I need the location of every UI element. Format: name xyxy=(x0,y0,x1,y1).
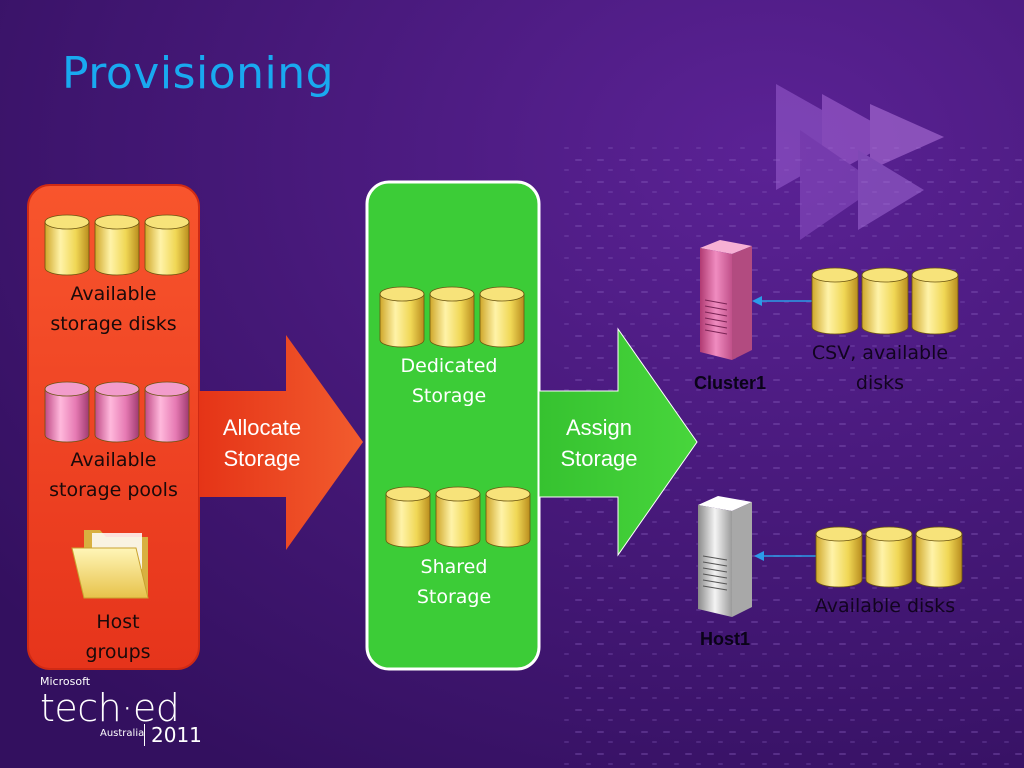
allocate-line-1: Allocate xyxy=(222,415,302,440)
storage-pool-icon xyxy=(44,381,90,443)
dedicated-disk-icon xyxy=(379,286,425,348)
host-disk-icon xyxy=(815,526,863,588)
cluster-disks-label: CSV, available disks xyxy=(790,338,970,398)
allocate-storage-arrow xyxy=(199,335,363,550)
shared-line-1: Shared xyxy=(420,556,488,578)
slide-title: Provisioning xyxy=(62,48,335,99)
assign-line-1: Assign xyxy=(565,415,633,440)
storage-disk-icon xyxy=(144,214,190,276)
storage-pool-icon xyxy=(144,381,190,443)
dedicated-storage-label: Dedicated Storage xyxy=(367,351,531,411)
csv-disk-icon xyxy=(811,267,859,335)
dedicated-disk-icon xyxy=(429,286,475,348)
disks-label-line-1: Available xyxy=(70,283,157,305)
brand-company: Microsoft xyxy=(40,675,91,688)
cluster-server-icon xyxy=(700,240,752,360)
storage-pool-icon xyxy=(94,381,140,443)
assign-storage-arrow xyxy=(538,327,698,557)
csv-disk-icon xyxy=(861,267,909,335)
storage-disk-icon xyxy=(94,214,140,276)
teched-logo: Microsoft tech·ed Australia 2011 xyxy=(40,675,202,746)
host-disk-icon xyxy=(915,526,963,588)
brand-year: 2011 xyxy=(144,724,202,746)
host-groups-label: Host groups xyxy=(30,607,206,667)
csv-disk-icon xyxy=(911,267,959,335)
host-groups-line-1: Host xyxy=(96,611,140,633)
assign-line-2: Storage xyxy=(560,446,638,471)
host-disk-icon xyxy=(865,526,913,588)
decorative-triangles xyxy=(776,84,944,240)
cluster-disks-line-2: disks xyxy=(855,372,905,394)
brand-event: tech·ed xyxy=(40,686,180,730)
allocate-storage-label: Allocate Storage xyxy=(202,412,322,474)
pools-label-line-2: storage pools xyxy=(49,479,178,501)
pools-label-line-1: Available xyxy=(70,449,157,471)
host-server-icon xyxy=(698,496,752,617)
cluster-disk-connector xyxy=(752,296,812,306)
host-groups-line-2: groups xyxy=(85,641,151,663)
cluster-name-label: Cluster1 xyxy=(693,373,767,393)
cylinder-layer xyxy=(44,214,963,588)
allocate-line-2: Storage xyxy=(223,446,301,471)
shared-disk-icon xyxy=(485,486,531,548)
disks-label-line-2: storage disks xyxy=(50,313,177,335)
cluster-disks-line-1: CSV, available xyxy=(811,342,949,364)
host-disks-label: Available disks xyxy=(814,595,956,617)
folder-icon xyxy=(71,530,149,599)
dedicated-line-1: Dedicated xyxy=(400,355,498,377)
shared-disk-icon xyxy=(385,486,431,548)
brand-region: Australia xyxy=(100,728,145,739)
assign-storage-label: Assign Storage xyxy=(540,412,658,474)
available-storage-disks-label: Available storage disks xyxy=(30,279,197,339)
shared-disk-icon xyxy=(435,486,481,548)
dedicated-disk-icon xyxy=(479,286,525,348)
host-disk-connector xyxy=(754,551,816,561)
shared-storage-label: Shared Storage xyxy=(372,552,536,612)
storage-disk-icon xyxy=(44,214,90,276)
available-storage-pools-label: Available storage pools xyxy=(30,445,197,505)
dedicated-line-2: Storage xyxy=(411,385,487,407)
host-name-label: Host1 xyxy=(699,629,750,649)
shared-line-2: Storage xyxy=(416,586,492,608)
